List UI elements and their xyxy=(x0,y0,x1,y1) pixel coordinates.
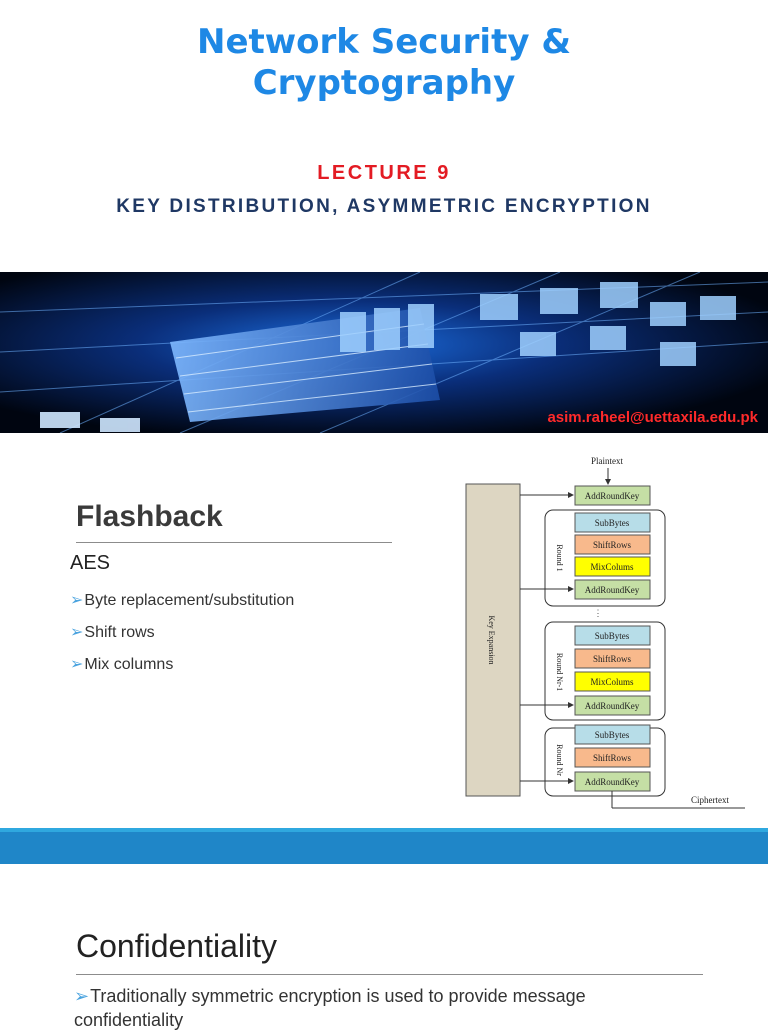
sub-bytes-box xyxy=(574,724,651,745)
shift-rows-label: ShiftRows xyxy=(593,540,632,550)
aes-structure-diagram: Plaintext Key Expansion AddRoundKey Roun… xyxy=(465,456,745,809)
mix-columns-box xyxy=(574,556,651,577)
sub-bytes-label: SubBytes xyxy=(595,730,630,740)
slide-separator-accent xyxy=(0,828,768,832)
network-illustration-icon xyxy=(0,272,768,433)
round-1-label: Round 1 xyxy=(555,544,564,571)
arrow-bullet-icon: ➢ xyxy=(74,986,90,1006)
add-round-key-label: AddRoundKey xyxy=(585,701,640,711)
bullet-text: Traditionally symmetric encryption is us… xyxy=(74,986,586,1030)
add-round-key-label: AddRoundKey xyxy=(585,491,640,501)
title-underline xyxy=(76,974,703,975)
ellipsis-dots: ⋮ xyxy=(594,608,603,618)
round-nr-minus-1-group xyxy=(544,621,666,721)
lecture-number: LECTURE 9 xyxy=(317,162,451,184)
plaintext-label: Plaintext xyxy=(591,456,623,466)
mix-columns-label: MixColums xyxy=(590,562,634,572)
slide-title-line2: Cryptography xyxy=(252,63,516,103)
arrow-bullet-icon: ➢ xyxy=(70,592,84,609)
round-nr-minus-1-label: Round Nr-1 xyxy=(555,653,564,691)
key-expansion-block xyxy=(465,483,521,797)
author-email: asim.raheel@uettaxila.edu.pk xyxy=(547,409,758,426)
bullet-text: Shift rows xyxy=(84,624,155,641)
shift-rows-label: ShiftRows xyxy=(593,753,632,763)
network-banner-image: asim.raheel@uettaxila.edu.pk xyxy=(0,272,768,433)
slide-title-line1: Network Security & xyxy=(197,22,571,62)
bullet-item: ➢Traditionally symmetric encryption is u… xyxy=(74,984,694,1032)
mix-columns-label: MixColums xyxy=(590,677,634,687)
bullet-item: ➢Byte replacement/substitution xyxy=(70,590,294,610)
add-round-key-box xyxy=(574,485,651,506)
slide-title: Network Security & Cryptography xyxy=(0,22,768,104)
mix-columns-box xyxy=(574,671,651,692)
bullet-text: Byte replacement/substitution xyxy=(84,592,295,609)
sub-bytes-label: SubBytes xyxy=(595,631,630,641)
title-underline xyxy=(76,542,392,543)
shift-rows-label: ShiftRows xyxy=(593,654,632,664)
aes-heading: AES xyxy=(70,552,111,574)
bullet-item: ➢Shift rows xyxy=(70,622,155,642)
lecture-subtitle: KEY DISTRIBUTION, ASYMMETRIC ENCRYPTION xyxy=(116,196,652,217)
bullet-text: Mix columns xyxy=(84,656,174,673)
slide-separator xyxy=(0,832,768,864)
sub-bytes-box xyxy=(574,512,651,533)
add-round-key-label: AddRoundKey xyxy=(585,777,640,787)
add-round-key-box xyxy=(574,579,651,600)
round-1-group xyxy=(544,509,666,607)
sub-bytes-box xyxy=(574,625,651,646)
bullet-item: ➢Mix columns xyxy=(70,654,173,674)
key-expansion-label: Key Expansion xyxy=(487,615,496,664)
shift-rows-box xyxy=(574,534,651,555)
add-round-key-label: AddRoundKey xyxy=(585,585,640,595)
shift-rows-box xyxy=(574,747,651,768)
arrow-bullet-icon: ➢ xyxy=(70,656,84,673)
round-nr-label: Round Nr xyxy=(555,744,564,776)
arrow-bullet-icon: ➢ xyxy=(70,624,84,641)
shift-rows-box xyxy=(574,648,651,669)
add-round-key-box xyxy=(574,695,651,716)
ciphertext-label: Ciphertext xyxy=(691,795,729,805)
flashback-title: Flashback xyxy=(76,500,223,533)
sub-bytes-label: SubBytes xyxy=(595,518,630,528)
confidentiality-title: Confidentiality xyxy=(76,928,277,964)
